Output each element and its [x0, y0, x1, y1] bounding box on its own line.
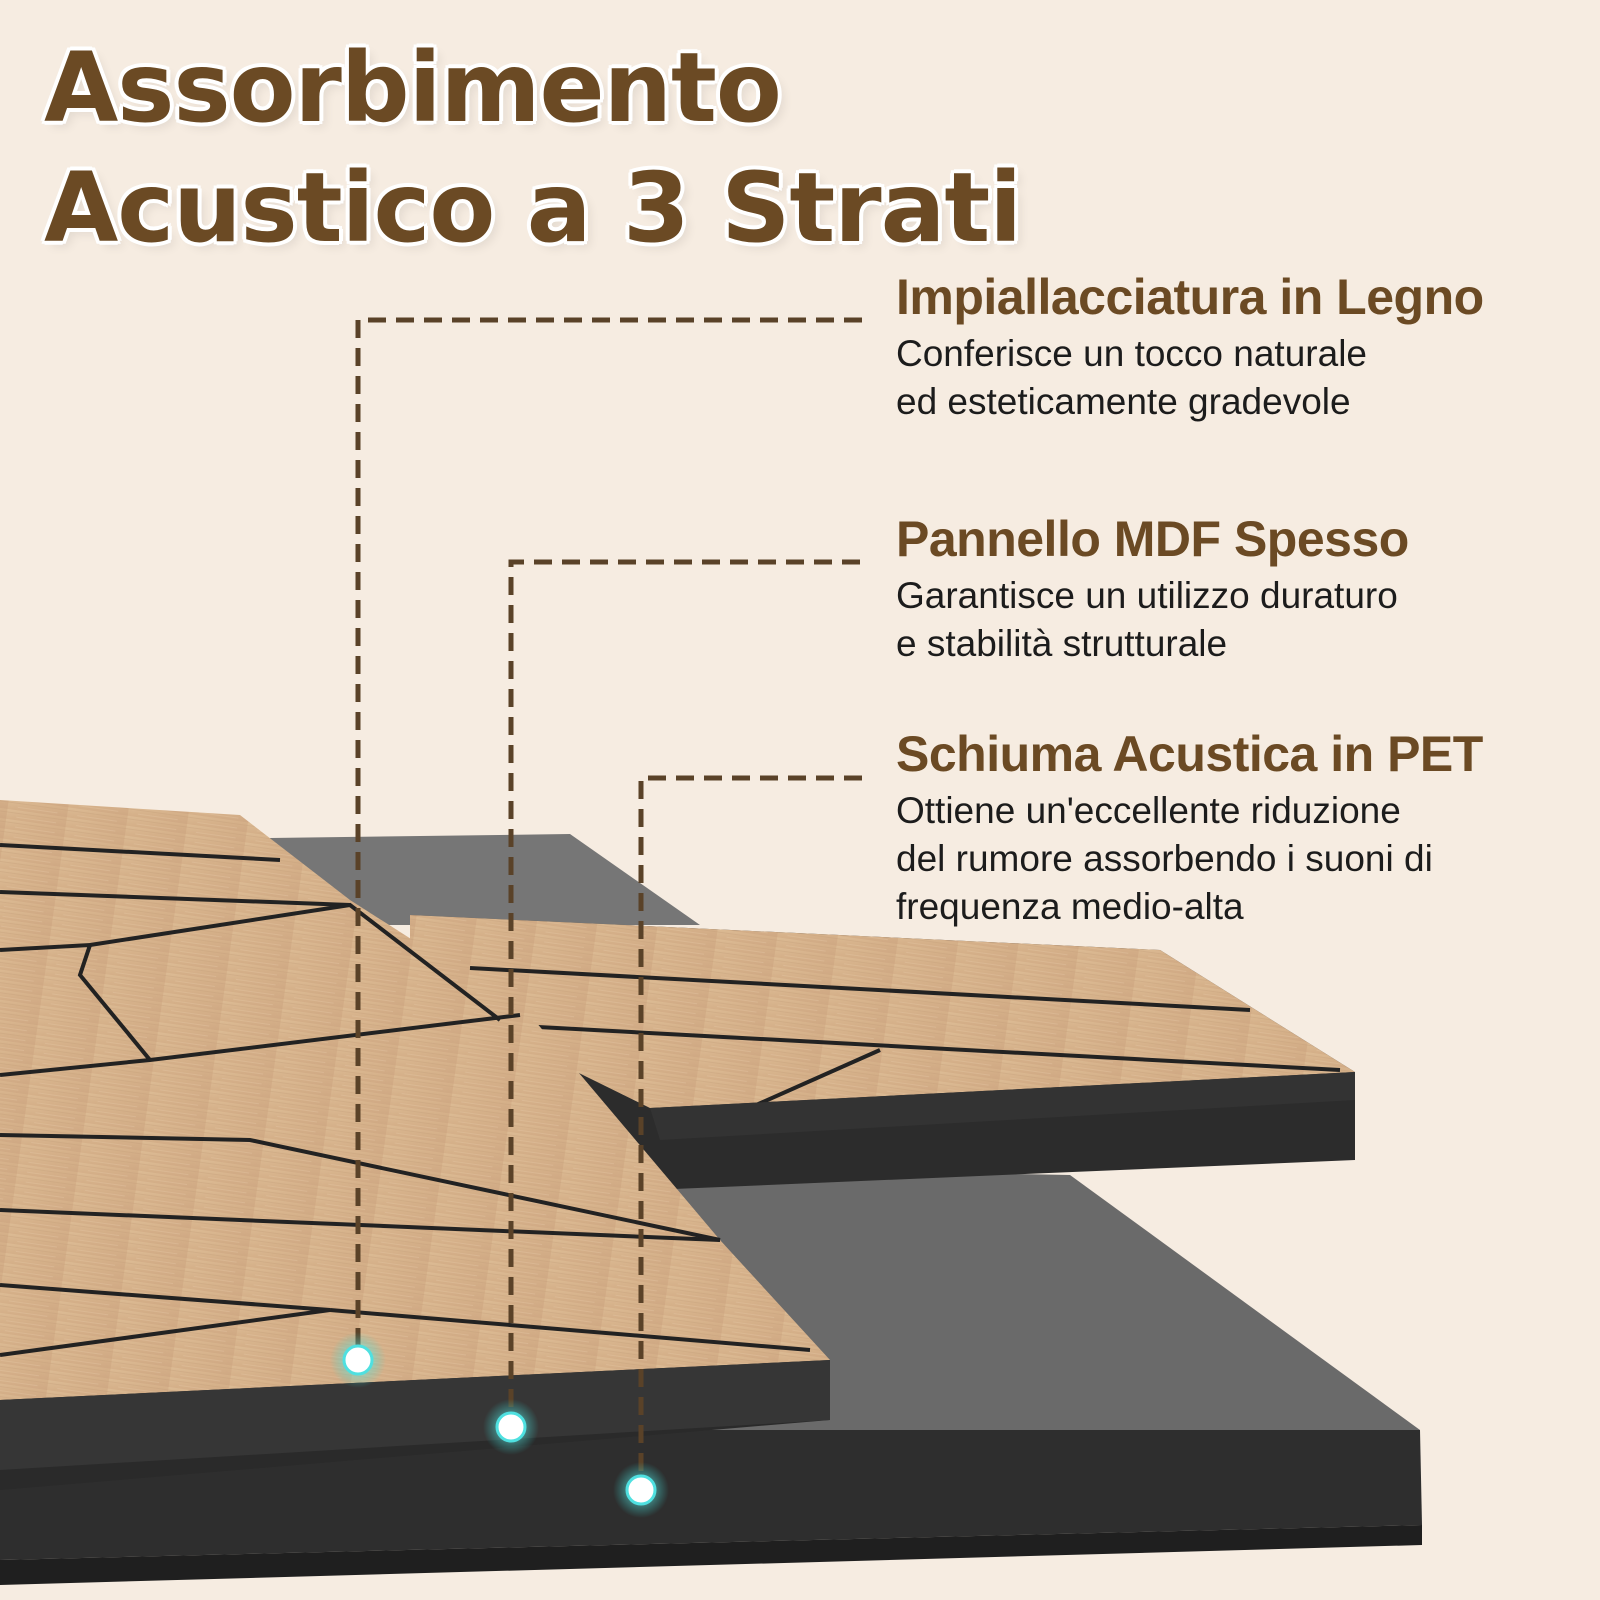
leader-line-pet-foam [638, 775, 862, 1477]
mdf-panel-back [270, 834, 700, 925]
layer-label-wood-veneer: Impiallacciatura in Legno Conferisce un … [896, 268, 1484, 426]
layer-name: Pannello MDF Spesso [896, 511, 1409, 567]
page-title: Assorbimento Acustico a 3 Strati [44, 28, 1022, 268]
layer-description-line: e stabilità strutturale [896, 623, 1228, 664]
title-line-2: Acustico a 3 Strati [44, 152, 1022, 264]
leader-line-mdf [508, 559, 860, 1412]
marker-pet-foam [613, 1462, 669, 1518]
layer-description-line: frequenza medio-alta [896, 886, 1244, 927]
layer-description: Conferisce un tocco naturale ed estetica… [896, 330, 1484, 426]
layer-description-line: del rumore assorbendo i suoni di [896, 838, 1433, 879]
marker-mdf [483, 1399, 539, 1455]
title-line-1: Assorbimento [44, 32, 782, 144]
layer-description: Garantisce un utilizzo duraturo e stabil… [896, 572, 1409, 668]
layer-description-line: Ottiene un'eccellente riduzione [896, 790, 1401, 831]
layer-description-line: Garantisce un utilizzo duraturo [896, 575, 1398, 616]
layer-label-mdf: Pannello MDF Spesso Garantisce un utiliz… [896, 510, 1409, 668]
layer-name: Impiallacciatura in Legno [896, 269, 1484, 325]
wood-panel-main [0, 800, 830, 1490]
layer-name: Schiuma Acustica in PET [896, 726, 1483, 782]
leader-line-wood-veneer [355, 317, 862, 1345]
layer-description-line: Conferisce un tocco naturale [896, 333, 1367, 374]
layer-description: Ottiene un'eccellente riduzione del rumo… [896, 787, 1483, 931]
layer-description-line: ed esteticamente gradevole [896, 381, 1351, 422]
wood-panel-upper-right [410, 915, 1355, 1190]
marker-wood-veneer [330, 1332, 386, 1388]
layer-label-pet-foam: Schiuma Acustica in PET Ottiene un'eccel… [896, 725, 1483, 931]
